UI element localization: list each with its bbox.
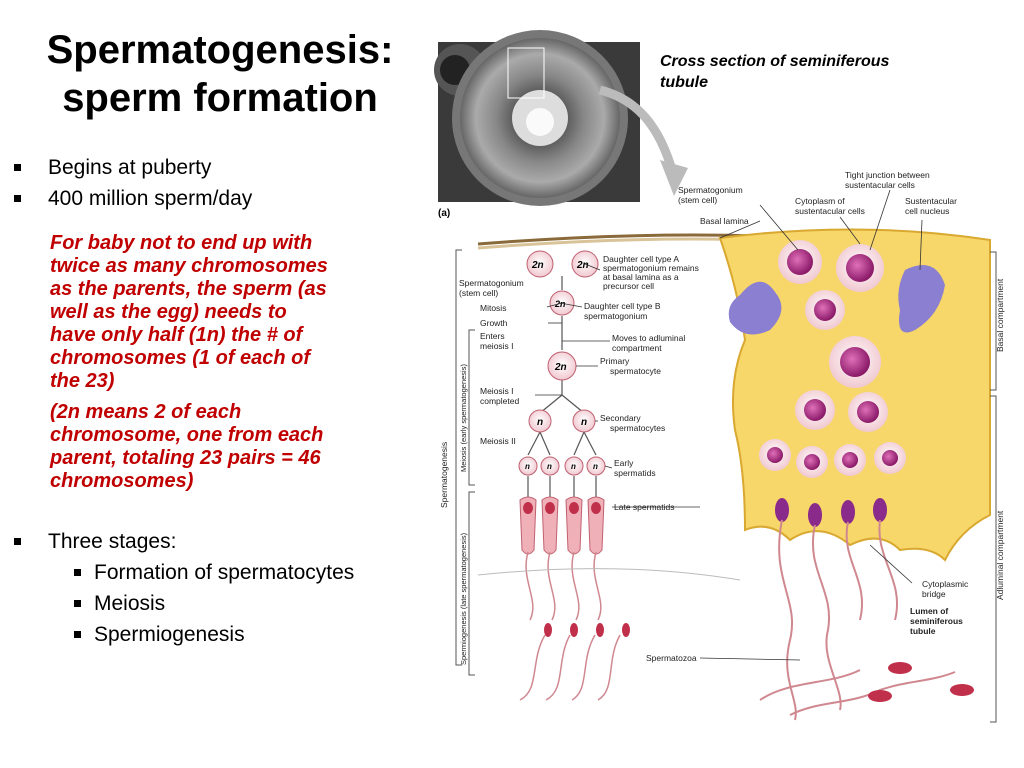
panel-label: (a) bbox=[438, 208, 450, 219]
cell-2n-label: 2n bbox=[554, 299, 566, 309]
leader-lines bbox=[535, 189, 923, 661]
bullet-square-icon bbox=[74, 569, 81, 576]
micrograph-image bbox=[434, 30, 688, 206]
label-mitosis: Mitosis bbox=[480, 303, 506, 313]
label-spermatogenesis-vertical: Spermatogenesis bbox=[439, 442, 449, 508]
label-late-spermatids: Late spermatids bbox=[614, 502, 674, 512]
label-meiosis-ii: Meiosis II bbox=[480, 436, 516, 446]
cell-n-label: n bbox=[593, 462, 598, 471]
label-spermatogonium-top: Spermatogonium(stem cell) bbox=[678, 185, 743, 205]
figure-caption: Cross section of seminiferous tubule bbox=[660, 53, 890, 91]
sub-bullet-spermiogenesis: Spermiogenesis bbox=[12, 619, 427, 650]
tissue-cells bbox=[728, 240, 945, 527]
bullet-puberty: Begins at puberty bbox=[12, 152, 427, 183]
title-line-1: Spermatogenesis: bbox=[46, 28, 394, 72]
bullet-square-icon bbox=[14, 538, 21, 545]
figure-labels: Spermatogonium(stem cell) Basal lamina C… bbox=[439, 170, 1005, 665]
bullet-sperm-per-day: 400 million sperm/day bbox=[12, 183, 427, 214]
label-basal-compartment: Basal compartment bbox=[995, 278, 1005, 352]
brackets bbox=[455, 249, 997, 723]
cell-2n-label: 2n bbox=[576, 260, 589, 271]
cell-n-label: n bbox=[571, 462, 576, 471]
cell-2n-label: 2n bbox=[554, 362, 567, 373]
cell-2n-label: 2n bbox=[531, 260, 544, 271]
label-basal-lamina: Basal lamina bbox=[700, 216, 749, 226]
bullet-list: Begins at puberty 400 million sperm/day … bbox=[12, 152, 427, 650]
sub-bullet-spermatocytes: Formation of spermatocytes bbox=[12, 557, 427, 588]
label-adluminal-compartment: Adluminal compartment bbox=[995, 510, 1005, 600]
label-spermiogenesis-late: Spermiogenesis (late spermatogenesis) bbox=[459, 532, 468, 665]
bullet-three-stages: Three stages: bbox=[12, 526, 427, 557]
bullet-square-icon bbox=[14, 164, 21, 171]
slide-title: Spermatogenesis: sperm formation bbox=[10, 26, 430, 122]
cell-n-label: n bbox=[537, 417, 543, 428]
cell-n-label: n bbox=[547, 462, 552, 471]
label-spermatogonium-left: Spermatogonium(stem cell) bbox=[459, 278, 524, 298]
bullet-square-icon bbox=[74, 631, 81, 638]
label-spermatozoa: Spermatozoa bbox=[646, 653, 697, 663]
sub-bullet-meiosis: Meiosis bbox=[12, 588, 427, 619]
spermatozoa-heads bbox=[868, 662, 974, 702]
bullet-square-icon bbox=[74, 600, 81, 607]
label-growth: Growth bbox=[480, 318, 508, 328]
bullet-square-icon bbox=[14, 195, 21, 202]
sustentacular-tissue bbox=[718, 228, 991, 562]
note-half-chromosomes: For baby not to end up with twice as man… bbox=[50, 232, 328, 392]
note-2n-meaning: (2n means 2 of each chromosome, one from… bbox=[50, 401, 324, 492]
cell-n-label: n bbox=[525, 462, 530, 471]
spermatozoa-tails bbox=[759, 519, 956, 721]
lineage-diagram: 2n 2n 2n 2n n n n n n n bbox=[477, 250, 741, 701]
label-meiosis-early: Meiosis (early spermatogenesis) bbox=[459, 364, 468, 472]
cell-n-label: n bbox=[581, 417, 587, 428]
title-line-2: sperm formation bbox=[62, 76, 378, 120]
